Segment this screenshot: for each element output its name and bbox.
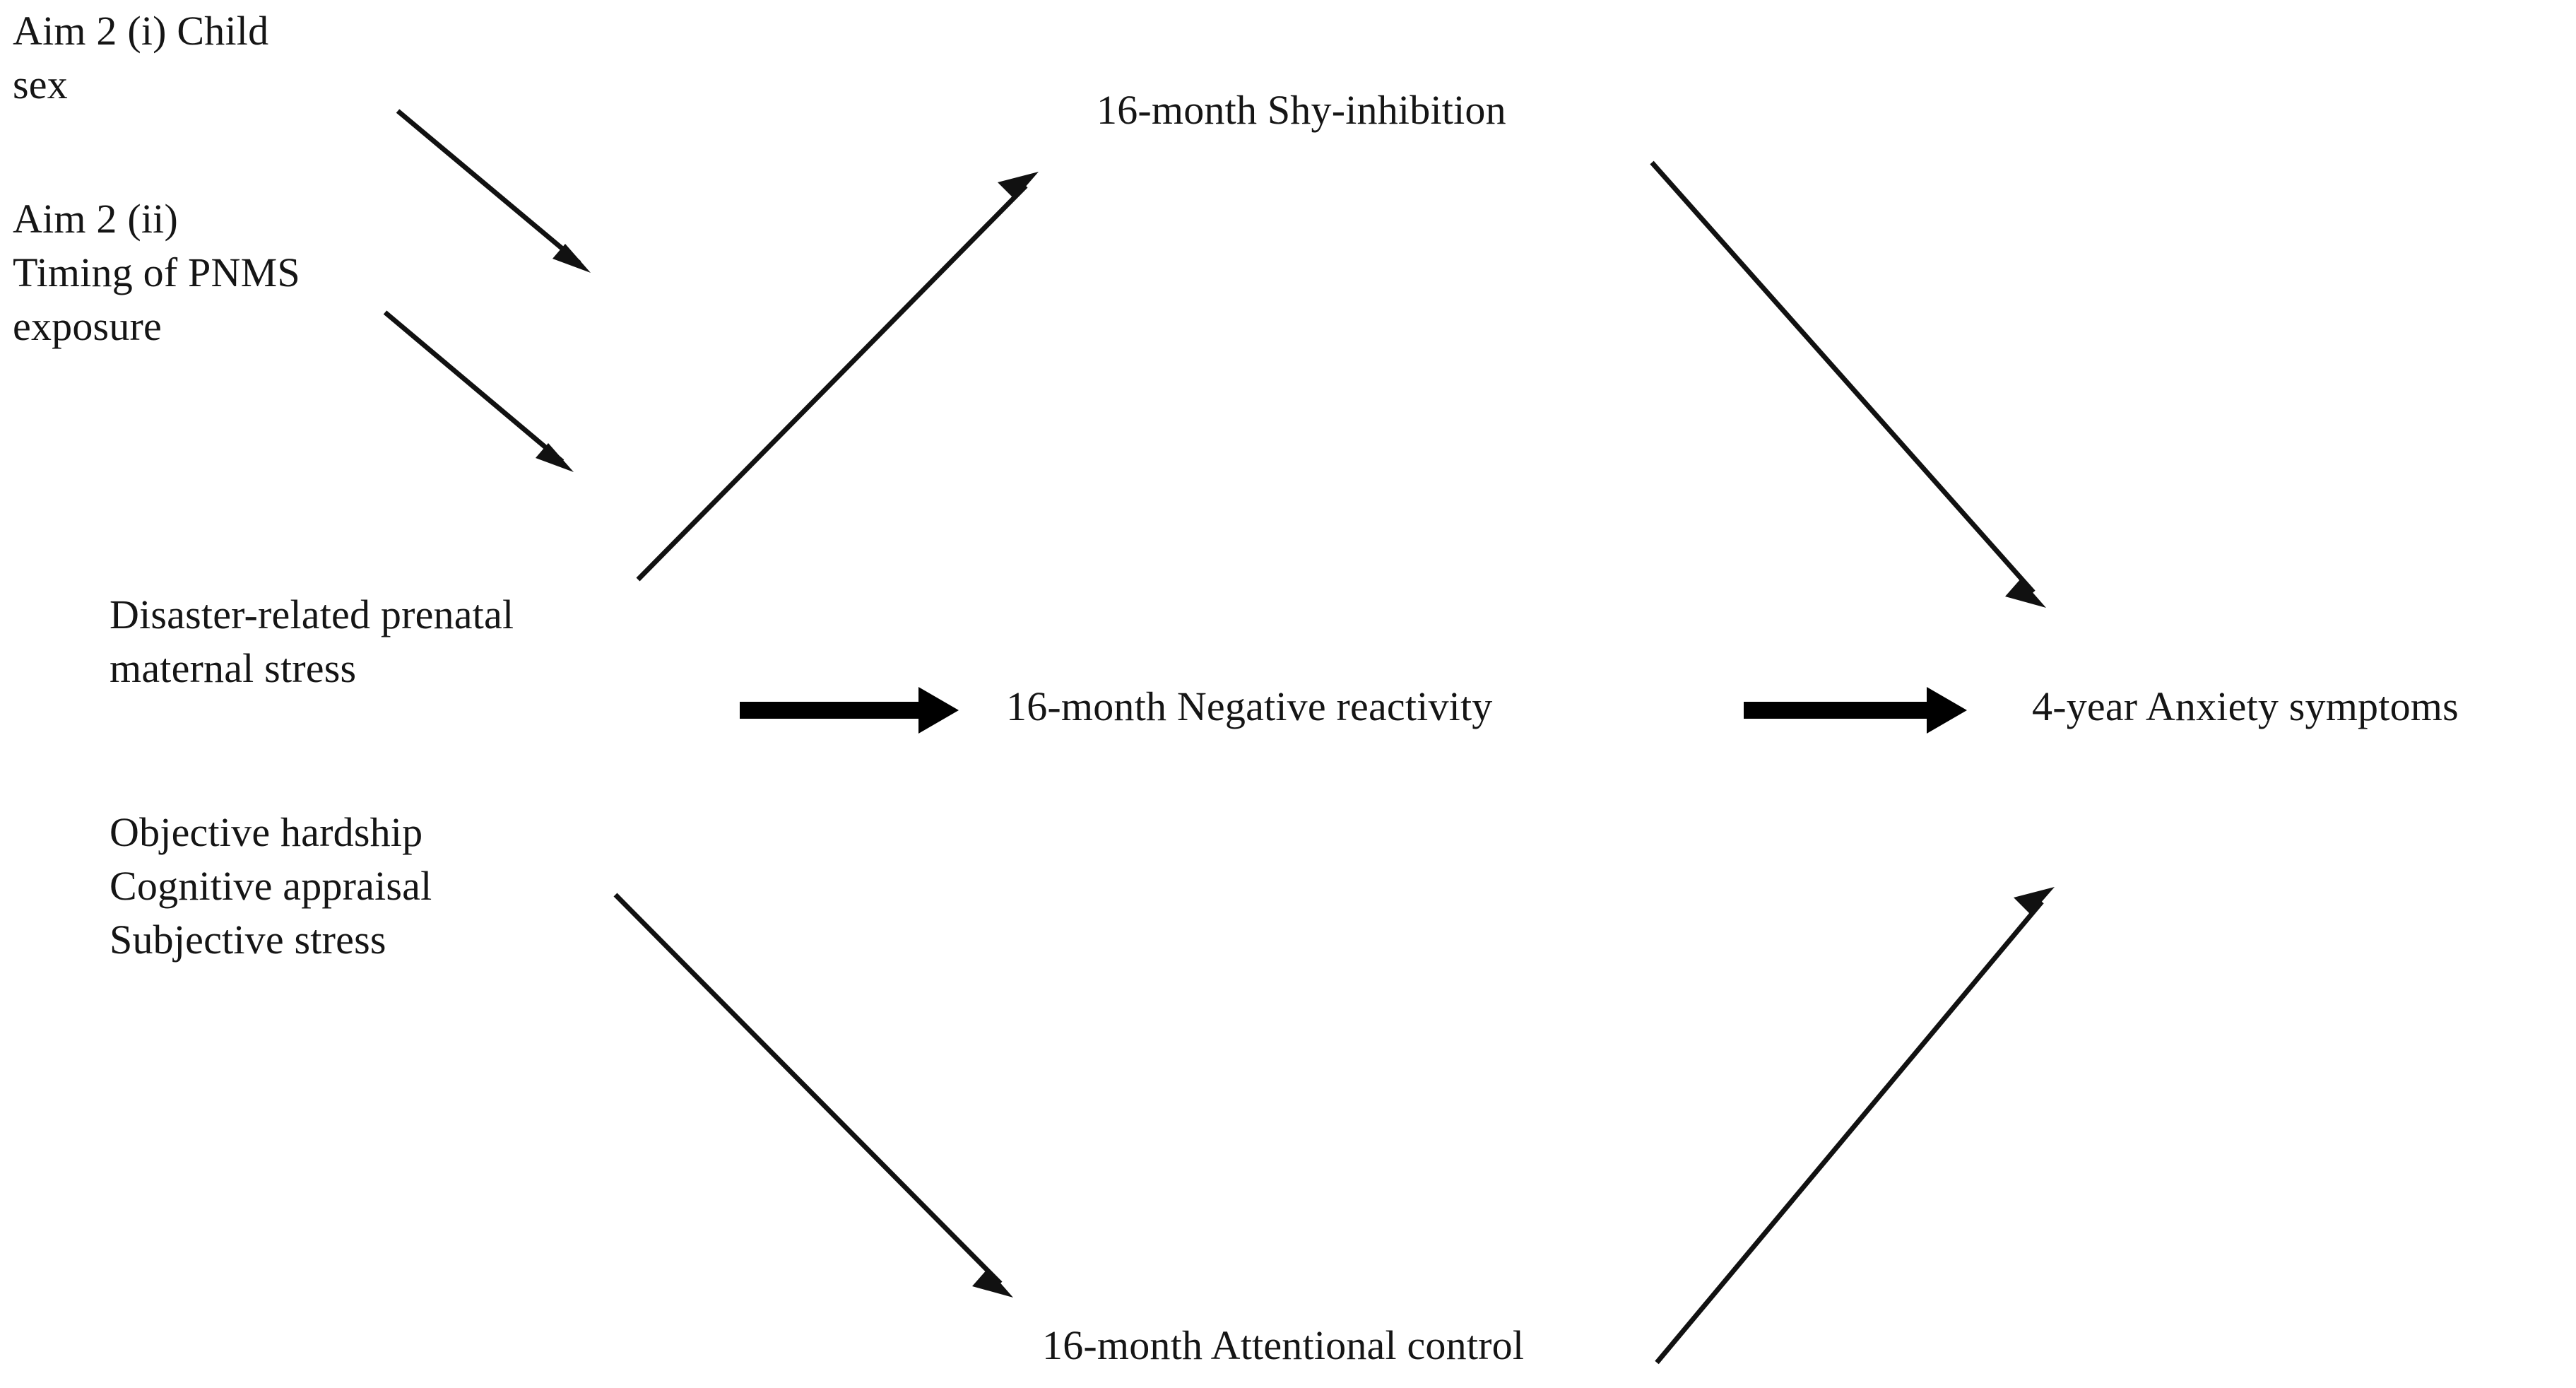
arrow-pnms-to-negative-reactivity	[740, 687, 959, 734]
node-label-pnms-components: Objective hardship Cognitive appraisal S…	[110, 809, 432, 963]
node-label-4-year-anxiety-symptoms: 4-year Anxiety symptoms	[2032, 683, 2459, 729]
node-label-16-month-negative-reactivity: 16-month Negative reactivity	[1006, 683, 1493, 729]
arrow-shy-inhibition-to-anxiety	[1650, 160, 2046, 608]
node-label-aim2-timing-pnms-exposure: Aim 2 (ii) Timing of PNMS exposure	[13, 196, 300, 349]
node-label-16-month-attentional-control: 16-month Attentional control	[1042, 1322, 1525, 1368]
arrow-negative-reactivity-to-anxiety	[1744, 687, 1967, 734]
arrow-pnms-to-attentional-control	[613, 893, 1013, 1298]
arrow-attentional-control-to-anxiety	[1655, 887, 2055, 1365]
node-label-16-month-shy-inhibition: 16-month Shy-inhibition	[1097, 87, 1506, 133]
node-label-aim2-child-sex: Aim 2 (i) Child sex	[13, 8, 269, 107]
arrow-pnms-to-shy-inhibition	[636, 172, 1039, 582]
node-label-disaster-related-prenatal-maternal-stress: Disaster-related prenatal maternal stres…	[110, 592, 514, 691]
